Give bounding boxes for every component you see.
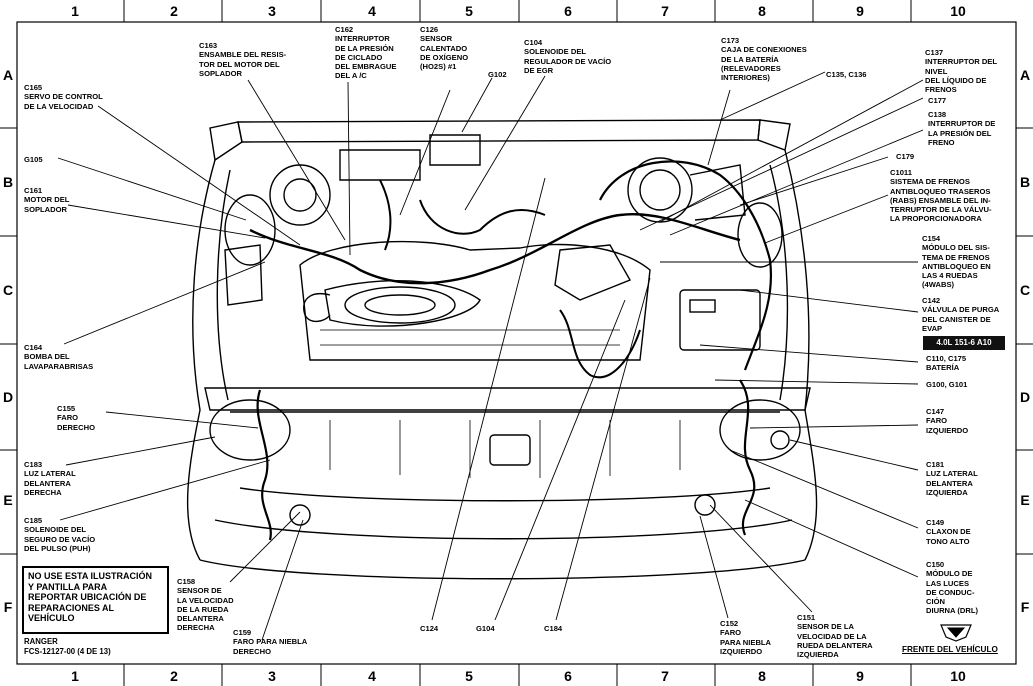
callout-c158: C158 SENSOR DE LA VELOCIDAD DE LA RUEDA …	[177, 577, 234, 633]
grid-row-right-C: C	[1019, 282, 1031, 298]
grid-column-top-3: 3	[268, 3, 276, 19]
callout-g104: G104	[476, 624, 495, 633]
grid-column-bottom-1: 1	[71, 668, 79, 684]
callout-c150: C150 MÓDULO DE LAS LUCES DE CONDUC- CIÓN…	[926, 560, 979, 616]
grid-column-bottom-2: 2	[170, 668, 178, 684]
callout-g105: G105	[24, 155, 43, 164]
grid-column-top-4: 4	[368, 3, 376, 19]
callout-c1011: C1011 SISTEMA DE FRENOS ANTIBLOQUEO TRAS…	[890, 168, 992, 224]
grid-row-right-F: F	[1020, 599, 1030, 615]
callout-c183: C183 LUZ LATERAL DELANTERA DERECHA	[24, 460, 76, 497]
callout-c165: C165 SERVO DE CONTROL DE LA VELOCIDAD	[24, 83, 103, 111]
grid-row-right-E: E	[1020, 492, 1030, 508]
callout-c163: C163 ENSAMBLE DEL RESIS- TOR DEL MOTOR D…	[199, 41, 287, 78]
callout-c181: C181 LUZ LATERAL DELANTERA IZQUIERDA	[926, 460, 978, 497]
callout-c137: C137 INTERRUPTOR DEL NIVEL DEL LÍQUIDO D…	[925, 48, 998, 95]
grid-column-bottom-6: 6	[564, 668, 572, 684]
callout-c152: C152 FARO PARA NIEBLA IZQUIERDO	[720, 619, 772, 656]
callout-c138: C138 INTERRUPTOR DE LA PRESIÓN DEL FRENO	[928, 110, 996, 147]
grid-column-bottom-9: 9	[856, 668, 864, 684]
notice-box: NO USE ESTA ILUSTRACIÓN Y PANTILLA PARA …	[22, 566, 169, 634]
grid-column-top-8: 8	[758, 3, 766, 19]
front-arrow-icon	[940, 624, 972, 642]
grid-column-top-9: 9	[856, 3, 864, 19]
grid-column-top-5: 5	[465, 3, 473, 19]
grid-row-left-B: B	[2, 174, 14, 190]
callout-c154: C154 MÓDULO DEL SIS- TEMA DE FRENOS ANTI…	[922, 234, 991, 290]
callout-c147: C147 FARO IZQUIERDO	[926, 407, 969, 435]
leader-lines	[57, 71, 924, 641]
grid-row-left-A: A	[2, 67, 14, 83]
front-of-vehicle-label: FRENTE DEL VEHÍCULO	[902, 645, 998, 654]
diagram-reference: RANGER FCS-12127-00 (4 DE 13)	[24, 637, 111, 656]
grid-row-right-B: B	[1019, 174, 1031, 190]
callout-c155: C155 FARO DERECHO	[57, 404, 95, 432]
grid-row-left-F: F	[3, 599, 13, 615]
grid-column-bottom-4: 4	[368, 668, 376, 684]
callout-g102: G102	[488, 70, 507, 79]
grid-column-bottom-10: 10	[950, 668, 966, 684]
callout-c173: C173 CAJA DE CONEXIONES DE LA BATERÍA (R…	[721, 36, 807, 83]
grid-column-bottom-8: 8	[758, 668, 766, 684]
callout-c185: C185 SOLENOIDE DEL SEGURO DE VACÍO DEL P…	[24, 516, 96, 553]
callout-c161: C161 MOTOR DEL SOPLADOR	[24, 186, 70, 214]
callout-c104: C104 SOLENOIDE DEL REGULADOR DE VACÍO DE…	[524, 38, 612, 75]
diagram-frame	[16, 21, 1017, 665]
callout-c135-c136: C135, C136	[826, 70, 867, 79]
callout-c179: C179	[896, 152, 915, 161]
grid-column-bottom-3: 3	[268, 668, 276, 684]
engine-tag: 4.0L 151-6 A10	[923, 336, 1005, 350]
callout-g100-g101: G100, G101	[926, 380, 968, 389]
grid-column-bottom-5: 5	[465, 668, 473, 684]
callout-c164: C164 BOMBA DEL LAVAPARABRISAS	[24, 343, 94, 371]
callout-c177: C177	[928, 96, 947, 105]
callout-c151: C151 SENSOR DE LA VELOCIDAD DE LA RUEDA …	[797, 613, 873, 660]
callout-c124: C124	[420, 624, 439, 633]
grid-column-top-1: 1	[71, 3, 79, 19]
grid-row-right-D: D	[1019, 389, 1031, 405]
grid-column-top-10: 10	[950, 3, 966, 19]
grid-row-left-E: E	[3, 492, 13, 508]
grid-column-top-2: 2	[170, 3, 178, 19]
grid-column-top-7: 7	[661, 3, 669, 19]
callout-c110-c175: C110, C175 BATERÍA	[926, 354, 967, 373]
callout-c184: C184	[544, 624, 563, 633]
grid-row-left-C: C	[2, 282, 14, 298]
grid-row-right-A: A	[1019, 67, 1031, 83]
grid-column-bottom-7: 7	[661, 668, 669, 684]
grid-row-left-D: D	[2, 389, 14, 405]
callout-c159: C159 FARO PARA NIEBLA DERECHO	[233, 628, 308, 656]
callout-c162: C162 INTERRUPTOR DE LA PRESIÓN DE CICLAD…	[335, 25, 397, 81]
callout-c126: C126 SENSOR CALENTADO DE OXÍGENO (HO2S) …	[420, 25, 469, 72]
engine-bay-illustration	[186, 119, 818, 580]
callout-c149: C149 CLAXON DE TONO ALTO	[926, 518, 971, 546]
grid-column-top-6: 6	[564, 3, 572, 19]
callout-c142: C142 VÁLVULA DE PURGA DEL CANISTER DE EV…	[922, 296, 1000, 333]
